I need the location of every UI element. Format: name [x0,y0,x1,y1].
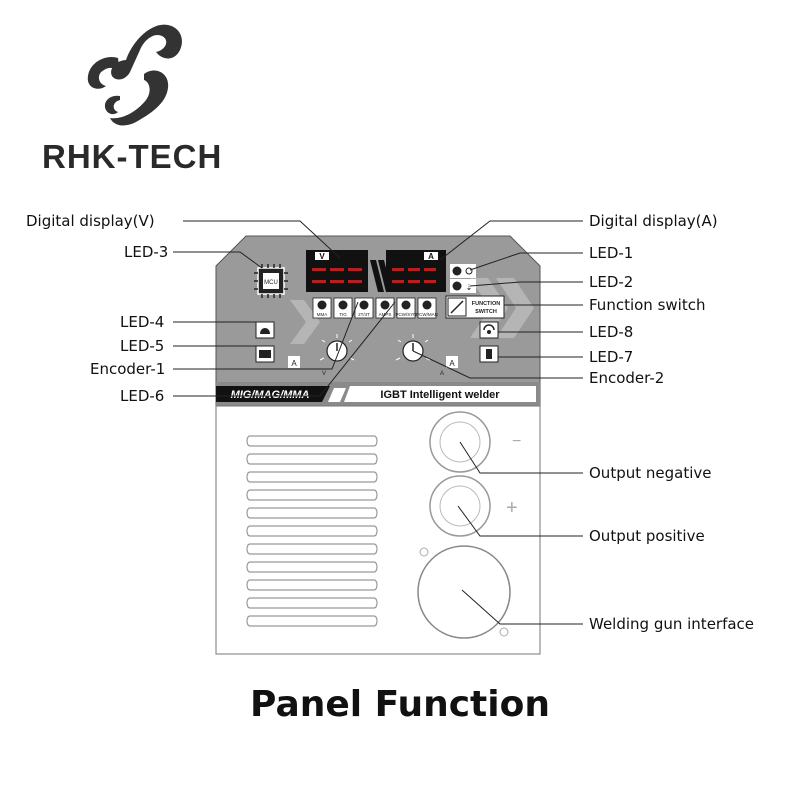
small-amp-icon-right: A [446,356,458,368]
svg-text:A: A [291,359,297,368]
svg-text:2T/4T: 2T/4T [358,312,370,317]
small-amp-icon-left: A [288,356,300,368]
output-positive-terminal: + [429,475,518,537]
model-banner-text: IGBT Intelligent welder [380,389,500,401]
led-2-indicator: ⇣ [450,279,476,293]
led-1-indicator [450,264,476,278]
svg-text:⇣: ⇣ [466,283,473,292]
label-led-7: LED-7 [589,348,634,366]
label-encoder-1: Encoder-1 [90,360,166,378]
display-v-letter: V [319,252,325,261]
mcu-chip-icon: MCU [254,264,288,298]
label-encoder-2: Encoder-2 [589,369,665,387]
button-mma: MMA [312,297,332,319]
digital-display-v: V [306,250,368,292]
function-switch-button: FUNCTION SWITCH [445,295,505,319]
svg-text:PCW/SYN: PCW/SYN [395,312,416,317]
svg-text:V: V [322,371,326,377]
panel-caption: Panel Function [250,684,550,725]
label-digital-display-v: Digital display(V) [26,212,155,230]
label-welding-gun-interface: Welding gun interface [589,615,755,633]
svg-text:TIG: TIG [339,312,347,317]
label-led-1: LED-1 [589,244,634,262]
minus-sign: − [512,433,521,450]
button-2t4t: 2T/4T [354,297,374,319]
vent-slots [246,435,378,627]
label-function-switch: Function switch [589,296,706,314]
label-led-5: LED-5 [120,337,165,355]
label-digital-display-a: Digital display(A) [589,212,718,230]
brand-logo-icon [87,24,182,126]
label-led-6: LED-6 [120,387,165,405]
label-led-4: LED-4 [120,313,165,331]
button-pcw-syn: PCW/SYN [395,297,417,319]
label-led-2: LED-2 [589,273,634,291]
led-5-icon [255,345,275,363]
brand-name: RHK-TECH [42,138,223,175]
function-buttons-row: MMA TIG 2T/4T AMPS PCW/SYN PCW/MAN [312,297,438,319]
label-led-8: LED-8 [589,323,634,341]
svg-text:MMA: MMA [317,312,328,317]
svg-text:A: A [440,371,444,377]
led-4-icon [255,321,275,339]
label-output-positive: Output positive [589,527,705,545]
svg-text:FUNCTION: FUNCTION [472,301,500,307]
mode-banner-text: MIG/MAG/MMA [231,389,310,401]
button-tig: TIG [333,297,353,319]
callout-lines [173,220,583,625]
display-a-letter: A [428,252,434,261]
label-led-3: LED-3 [124,243,169,261]
svg-text:A: A [449,359,455,368]
svg-text:SWITCH: SWITCH [475,309,497,315]
mcu-label: MCU [264,280,278,286]
encoder-1-knob: V [319,334,355,377]
model-banner: MIG/MAG/MMA IGBT Intelligent welder [216,382,540,406]
plus-sign: + [506,497,518,519]
digital-display-a: A [386,250,446,292]
label-output-negative: Output negative [589,464,712,482]
button-pcw-man: PCW/MAN [416,297,438,319]
led-8-icon [479,321,499,339]
svg-text:PCW/MAN: PCW/MAN [416,312,438,317]
led-7-icon [479,345,499,363]
